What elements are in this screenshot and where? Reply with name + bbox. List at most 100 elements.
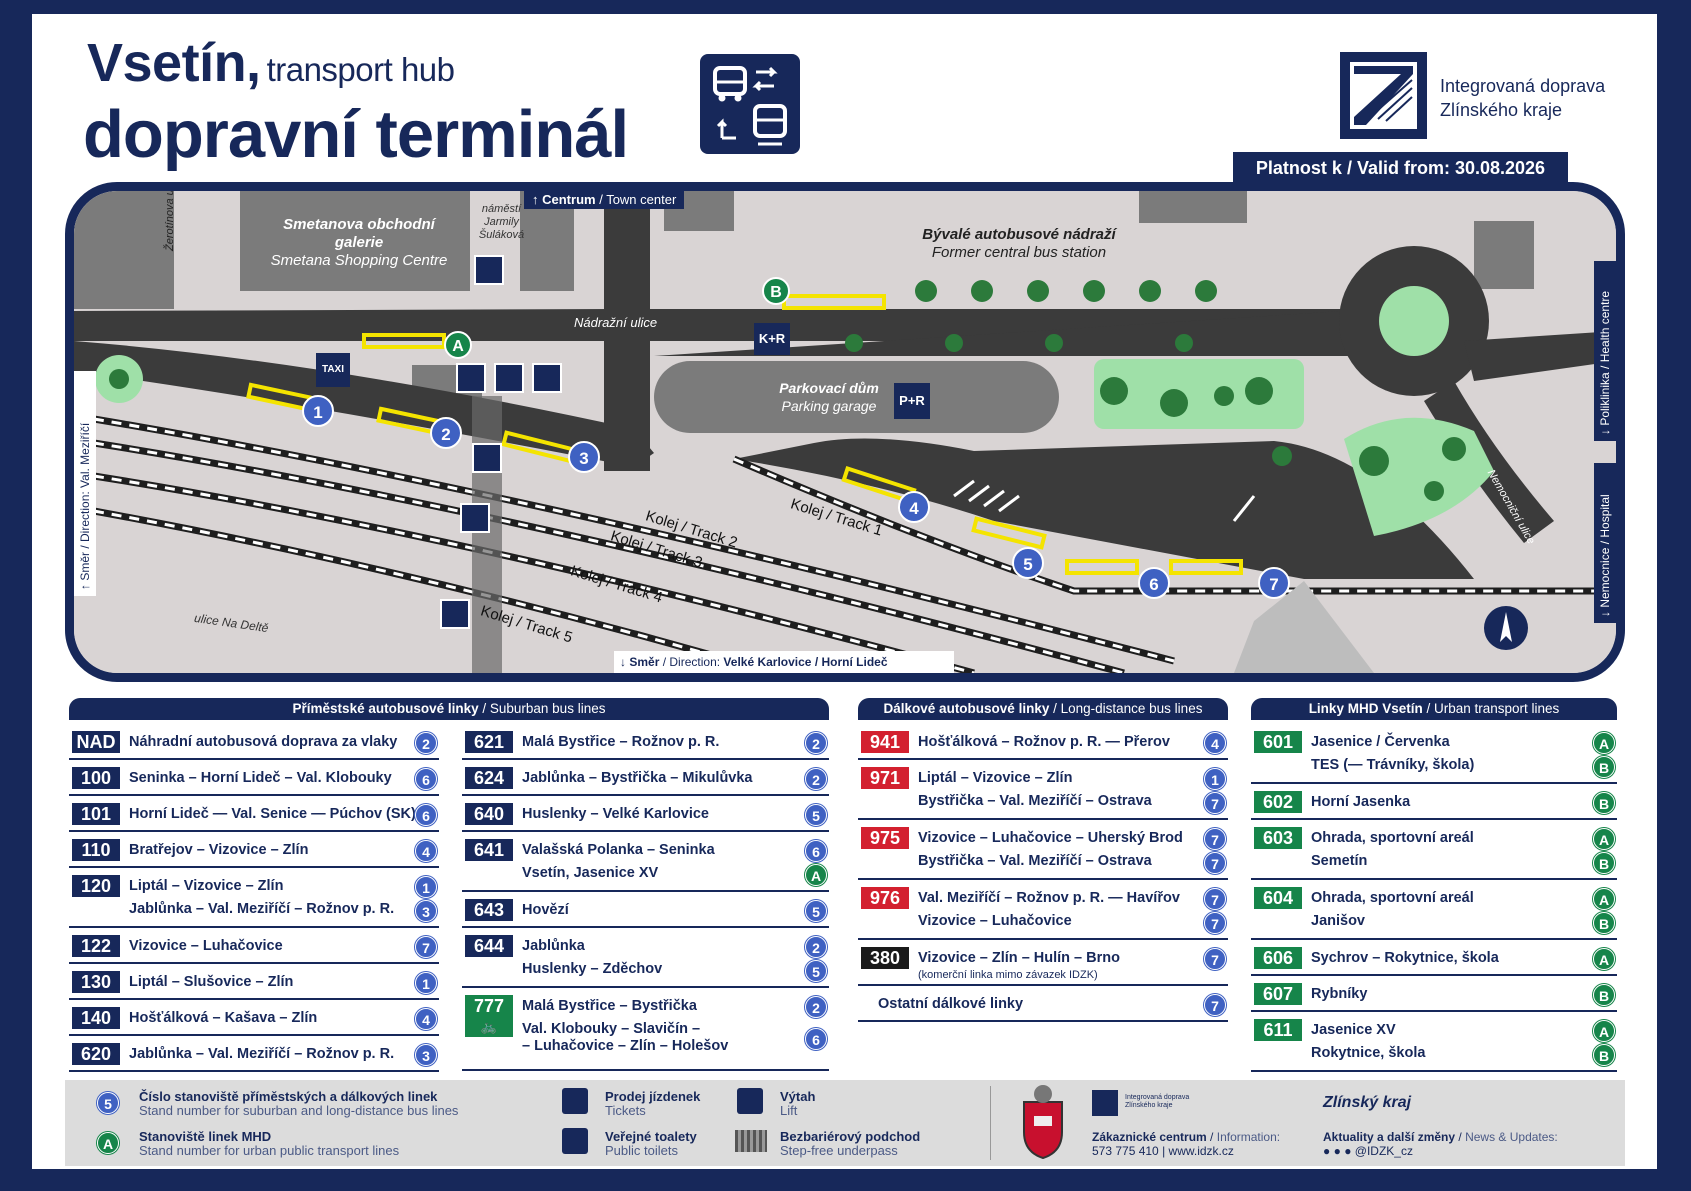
legend: 5 Číslo stanoviště příměstských a dálkov… xyxy=(65,1080,1625,1166)
line-number-badge: 644 xyxy=(465,935,513,957)
zlin-region-logo: Zlínský kraj xyxy=(1323,1094,1412,1111)
x-icon[interactable]: ● xyxy=(1344,1144,1352,1158)
stand-badge: 7 xyxy=(1204,948,1226,970)
legend-mhd-icon: A xyxy=(97,1132,119,1154)
kiss-and-ride-icon: K+R xyxy=(754,323,790,355)
lift-icon xyxy=(472,443,502,473)
line-destination: Jablůnka – Bystřička – Mikulůvka xyxy=(522,770,753,786)
line-number-badge: 122 xyxy=(72,935,120,957)
line-number-badge: 975 xyxy=(861,827,909,849)
line-number-badge: 976 xyxy=(861,887,909,909)
map-label-namesti: náměstí Jarmily Šuláková xyxy=(478,203,525,241)
instagram-icon[interactable]: ● xyxy=(1333,1144,1341,1158)
map-stand-5: 5 xyxy=(1012,547,1044,579)
line-destination: TES (— Trávníky, škola) xyxy=(1311,757,1475,773)
line-number-badge: 603 xyxy=(1254,827,1302,849)
stand-badge: B xyxy=(1593,912,1615,934)
line-destination: Vizovice – Luhačovice – Uherský Brod xyxy=(918,830,1183,846)
stand-badge: 5 xyxy=(805,804,827,826)
stand-badge: 1 xyxy=(415,972,437,994)
stand-badge: A xyxy=(805,864,827,886)
line-destination: Valašská Polanka – Seninka xyxy=(522,842,715,858)
line-destination: Vsetín, Jasenice XV xyxy=(522,865,659,881)
line-number-badge: 604 xyxy=(1254,887,1302,909)
line-number-badge: 601 xyxy=(1254,731,1302,753)
building xyxy=(1139,191,1247,223)
line-destination: Rokytnice, škola xyxy=(1311,1045,1426,1061)
idzk-logo xyxy=(1340,52,1427,139)
line-number-badge: 100 xyxy=(72,767,120,789)
line-destination: Hošťálková – Kašava – Zlín xyxy=(129,1010,318,1026)
line-destination: Bystřička – Val. Meziříčí – Ostrava xyxy=(918,793,1152,809)
stand-badge: 1 xyxy=(1204,768,1226,790)
stand-badge: B xyxy=(1593,852,1615,874)
line-number-badge: 611 xyxy=(1254,1019,1302,1041)
line-destination: Jablůnka – Val. Meziříčí – Rožnov p. R. xyxy=(129,901,395,917)
stand-badge: 7 xyxy=(1204,994,1226,1016)
divider xyxy=(990,1086,991,1160)
stand-badge: 2 xyxy=(805,732,827,754)
line-number-badge: 621 xyxy=(465,731,513,753)
line-destination: Huslenky – Velké Karlovice xyxy=(522,806,709,822)
direction-left: ↑ Směr / Direction: Val. Meziříčí xyxy=(74,371,96,596)
building xyxy=(74,191,174,309)
line-number-badge: 602 xyxy=(1254,791,1302,813)
north-arrow-icon xyxy=(1484,606,1528,650)
stand-badge: 6 xyxy=(415,804,437,826)
map-stand-2: 2 xyxy=(430,417,462,449)
updates: Aktuality a další změny / News & Updates… xyxy=(1323,1130,1558,1158)
map-stand-4: 4 xyxy=(898,491,930,523)
line-destination: Ohrada, sportovní areál xyxy=(1311,890,1474,906)
map-label-centrum: ↑ Centrum / Town center xyxy=(524,191,685,209)
stand-badge: A xyxy=(1593,948,1615,970)
stand-badge: 2 xyxy=(415,732,437,754)
stand-badge: 4 xyxy=(415,1008,437,1030)
line-destination: Bratřejov – Vizovice – Zlín xyxy=(129,842,309,858)
line-destination: Huslenky – Zděchov xyxy=(522,961,663,977)
building xyxy=(1474,221,1534,289)
line-destination: Vizovice – Luhačovice xyxy=(129,938,283,954)
line-destination: Horní Jasenka xyxy=(1311,794,1411,810)
stand-badge: 7 xyxy=(1204,888,1226,910)
shopping-centre-building xyxy=(240,191,470,291)
facebook-icon[interactable]: ● xyxy=(1323,1144,1331,1158)
stand-badge: A xyxy=(1593,828,1615,850)
vsetin-coat-of-arms-icon xyxy=(1020,1084,1066,1160)
map-stand-7: 7 xyxy=(1258,567,1290,599)
line-destination: Ohrada, sportovní areál xyxy=(1311,830,1474,846)
line-destination: Liptál – Vizovice – Zlín xyxy=(918,770,1073,786)
line-destination: Malá Bystřice – Bystřička xyxy=(522,998,697,1014)
